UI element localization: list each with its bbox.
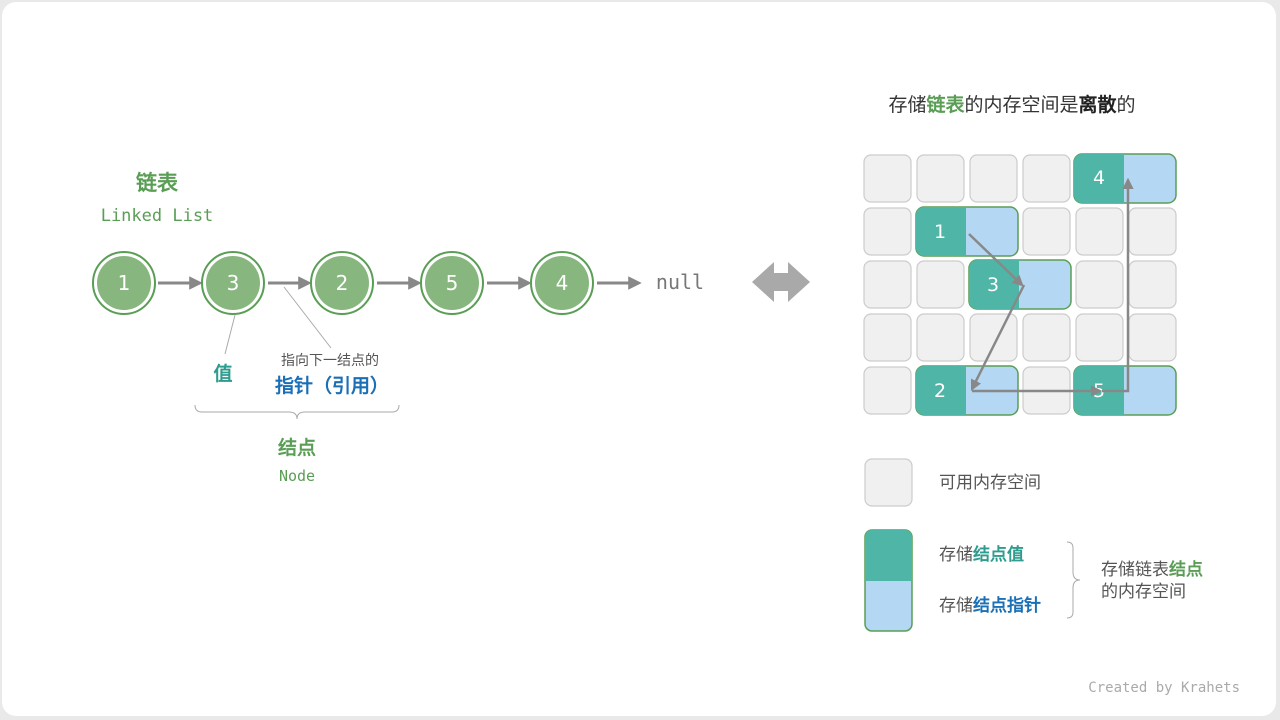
linked-list-subtitle: Linked List xyxy=(101,206,214,226)
memory-cell xyxy=(1075,207,1124,256)
memory-node-value: 4 xyxy=(1093,167,1105,189)
legend-group-line2: 的内存空间 xyxy=(1101,582,1186,602)
memory-grid: 4 1 3 2 5 xyxy=(863,153,1177,416)
legend-node-swatch xyxy=(864,529,913,632)
memory-cell xyxy=(969,313,1018,362)
pointer-5-to-4 xyxy=(1102,177,1134,393)
pointer-caption: 指向下一结点的 xyxy=(281,353,379,369)
list-node-value: 4 xyxy=(556,271,569,295)
legend-value-label: 存储结点值 xyxy=(939,544,1024,565)
memory-cell xyxy=(916,154,965,203)
memory-cell xyxy=(863,366,912,415)
list-node-5: 4 xyxy=(530,251,594,315)
node-label: 结点 xyxy=(278,436,316,459)
pointer-1-to-3 xyxy=(968,233,1024,287)
memory-cell xyxy=(1075,260,1124,309)
memory-cell xyxy=(916,313,965,362)
memory-cell xyxy=(863,154,912,203)
linked-list-title: 链表 xyxy=(136,171,179,195)
legend-group-line1: 存储链表结点 xyxy=(1101,559,1203,580)
memory-cell xyxy=(916,260,965,309)
legend-pointer-label: 存储结点指针 xyxy=(939,595,1041,616)
legend-free-swatch xyxy=(864,458,913,507)
memory-cell xyxy=(1075,313,1124,362)
memory-cell xyxy=(1022,207,1071,256)
pointer-3-to-2 xyxy=(970,284,1026,392)
double-arrow-icon xyxy=(752,262,810,302)
list-node-value: 2 xyxy=(336,271,349,295)
legend-brace xyxy=(1066,541,1081,619)
memory-cell xyxy=(863,313,912,362)
legend-free-label: 可用内存空间 xyxy=(939,473,1041,493)
memory-cell xyxy=(1022,313,1071,362)
list-node-2: 3 xyxy=(201,251,265,315)
memory-cell xyxy=(1022,154,1071,203)
node-brace xyxy=(194,404,400,420)
memory-cell xyxy=(863,260,912,309)
memory-cell xyxy=(863,207,912,256)
memory-node-4: 4 xyxy=(1073,153,1177,204)
memory-pointer-arrows xyxy=(968,177,1134,397)
memory-cell xyxy=(969,154,1018,203)
list-node-value: 1 xyxy=(118,271,131,295)
memory-cell xyxy=(1128,207,1177,256)
node-sublabel: Node xyxy=(279,467,315,485)
list-node-value: 3 xyxy=(227,271,240,295)
pointer-label: 指针（引用） xyxy=(275,374,389,397)
list-node-value: 5 xyxy=(446,271,459,295)
list-node-1: 1 xyxy=(92,251,156,315)
memory-node-value: 1 xyxy=(934,221,946,243)
memory-node-value: 3 xyxy=(987,274,999,296)
list-node-4: 5 xyxy=(420,251,484,315)
list-node-3: 2 xyxy=(310,251,374,315)
memory-cell xyxy=(1128,313,1177,362)
null-label: null xyxy=(656,270,704,294)
credit-text: Created by Krahets xyxy=(1088,680,1240,696)
value-label: 值 xyxy=(213,362,232,385)
memory-cell xyxy=(1128,260,1177,309)
value-pointer-line xyxy=(224,314,236,355)
memory-title: 存储链表的内存空间是离散的 xyxy=(888,93,1135,116)
memory-node-value: 2 xyxy=(934,380,946,402)
pointer-pointer-line xyxy=(283,286,332,349)
memory-node-1: 1 xyxy=(915,206,1019,257)
